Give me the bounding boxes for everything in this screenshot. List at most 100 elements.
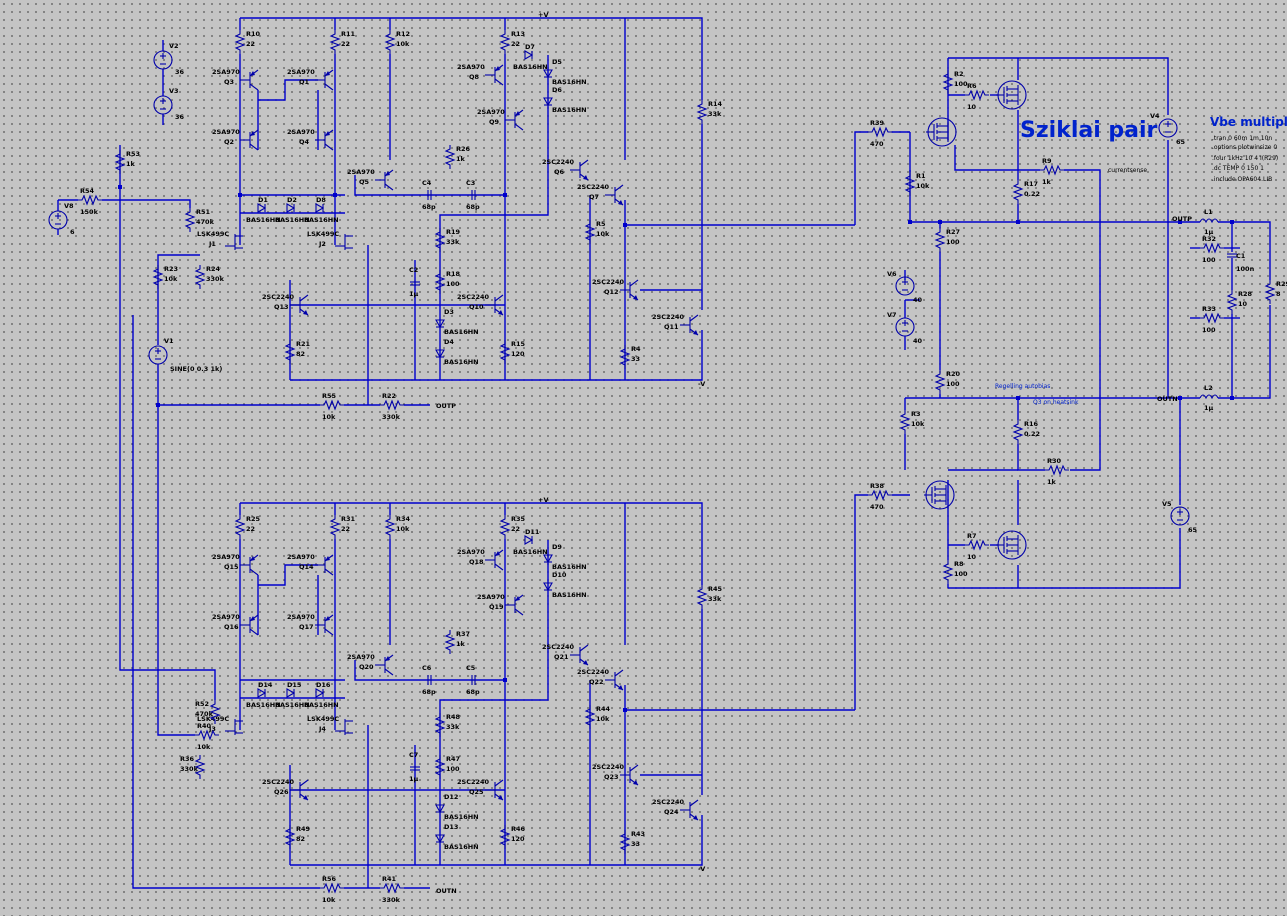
capacitor-value-c7: 1µ (409, 775, 419, 783)
transistor-q3[interactable] (239, 69, 259, 91)
resistor-value-r53: 1k (126, 160, 136, 168)
resistor-r41[interactable] (379, 883, 405, 893)
resistor-ref-r55: R55 (322, 392, 337, 400)
resistor-r31[interactable] (330, 514, 340, 540)
resistor-r8[interactable] (943, 559, 953, 585)
diode-d1[interactable] (257, 203, 266, 213)
transistor-ref-q16: Q16 (224, 623, 239, 631)
capacitor-value-c2: 1µ (409, 290, 419, 298)
source-ref-v6: V6 (887, 270, 897, 278)
resistor-r37[interactable] (445, 629, 455, 655)
resistor-r27[interactable] (935, 227, 945, 253)
resistor-r51[interactable] (185, 207, 195, 233)
transistor-q19[interactable] (504, 594, 524, 616)
resistor-r39[interactable] (867, 127, 893, 137)
transistor-ref-q7: Q7 (589, 193, 599, 201)
resistor-r45[interactable] (697, 584, 707, 610)
transistor-q1[interactable] (314, 69, 334, 91)
resistor-r3[interactable] (900, 409, 910, 435)
resistor-r10[interactable] (235, 29, 245, 55)
source-v4[interactable] (1158, 118, 1178, 138)
resistor-r29[interactable] (1265, 279, 1275, 305)
resistor-r14[interactable] (697, 99, 707, 125)
resistor-r17[interactable] (1013, 179, 1023, 205)
transistor-q2[interactable] (239, 129, 259, 151)
transistor-ref-q15: Q15 (224, 563, 239, 571)
transistor-ref-q23: Q23 (604, 773, 619, 781)
resistor-r11[interactable] (330, 29, 340, 55)
transistor-type-j4: LSK499C (307, 715, 339, 723)
source-v2[interactable] (153, 50, 173, 70)
resistor-r54[interactable] (77, 195, 103, 205)
resistor-r16[interactable] (1013, 419, 1023, 445)
mosfet-lower-driver[interactable] (923, 480, 955, 510)
resistor-ref-r12: R12 (396, 30, 410, 38)
inductor-l1[interactable] (1199, 218, 1219, 223)
source-v6[interactable] (895, 276, 915, 296)
transistor-q14[interactable] (314, 554, 334, 576)
transistor-q5[interactable] (374, 169, 394, 191)
inductor-l2[interactable] (1199, 394, 1219, 399)
resistor-r7[interactable] (964, 540, 990, 550)
resistor-r38[interactable] (867, 490, 893, 500)
diode-type-d10: BAS16HN (552, 591, 587, 599)
resistor-r26[interactable] (445, 144, 455, 170)
resistor-r25[interactable] (235, 514, 245, 540)
source-v8[interactable] (48, 210, 68, 230)
transistor-ref-q5: Q5 (359, 178, 370, 186)
source-value-v1: SINE(0 0.3 1k) (170, 365, 222, 373)
mosfet-upper-driver[interactable] (925, 117, 957, 147)
resistor-r32[interactable] (1199, 243, 1225, 253)
inductor-ref-l2: L2 (1204, 384, 1213, 392)
resistor-r24[interactable] (195, 264, 205, 290)
resistor-r28[interactable] (1227, 289, 1237, 315)
diode-ref-d13: D13 (444, 823, 458, 831)
diode-d14[interactable] (257, 688, 266, 698)
transistor-q9[interactable] (504, 109, 524, 131)
resistor-r13[interactable] (500, 29, 510, 55)
resistor-value-r16: 0.22 (1024, 430, 1040, 438)
resistor-r6[interactable] (964, 90, 990, 100)
resistor-value-r5: 10k (596, 230, 610, 238)
transistor-q20[interactable] (374, 654, 394, 676)
diode-d11[interactable] (524, 535, 533, 545)
resistor-r35[interactable] (500, 514, 510, 540)
resistor-value-r10: 22 (246, 40, 255, 48)
source-value-v5: 65 (1188, 526, 1198, 534)
diode-d7[interactable] (524, 50, 533, 60)
diode-d2[interactable] (286, 203, 295, 213)
diode-d16[interactable] (315, 688, 324, 698)
transistor-type-q12: 2SC2240 (592, 278, 625, 286)
resistor-r20[interactable] (935, 369, 945, 395)
source-v1[interactable] (148, 345, 168, 365)
capacitor-value-c4: 68p (422, 203, 436, 211)
resistor-r56[interactable] (319, 883, 345, 893)
resistor-r22[interactable] (379, 400, 405, 410)
transistor-q18[interactable] (484, 549, 504, 571)
transistor-ref-q2: Q2 (224, 138, 234, 146)
resistor-ref-r17: R17 (1024, 180, 1038, 188)
source-value-v2: 36 (175, 68, 185, 76)
resistor-r30[interactable] (1044, 465, 1070, 475)
mosfet-lower-vbe[interactable] (995, 530, 1027, 560)
capacitor-ref-c7: C7 (409, 751, 418, 759)
resistor-r12[interactable] (385, 29, 395, 55)
resistor-value-r9: 1k (1042, 178, 1052, 186)
resistor-r34[interactable] (385, 514, 395, 540)
mosfet-upper-vbe[interactable] (995, 80, 1027, 110)
resistor-r33[interactable] (1199, 313, 1225, 323)
transistor-ref-q18: Q18 (469, 558, 484, 566)
resistor-r55[interactable] (319, 400, 345, 410)
resistor-r9[interactable] (1039, 165, 1065, 175)
transistor-q8[interactable] (484, 64, 504, 86)
transistor-q15[interactable] (239, 554, 259, 576)
source-v5[interactable] (1170, 506, 1190, 526)
resistor-ref-r22: R22 (382, 392, 396, 400)
diode-d8[interactable] (315, 203, 324, 213)
diode-d15[interactable] (286, 688, 295, 698)
transistor-q16[interactable] (239, 614, 259, 636)
source-v7[interactable] (895, 317, 915, 337)
source-v3[interactable] (153, 95, 173, 115)
transistor-ref-q19: Q19 (489, 603, 504, 611)
